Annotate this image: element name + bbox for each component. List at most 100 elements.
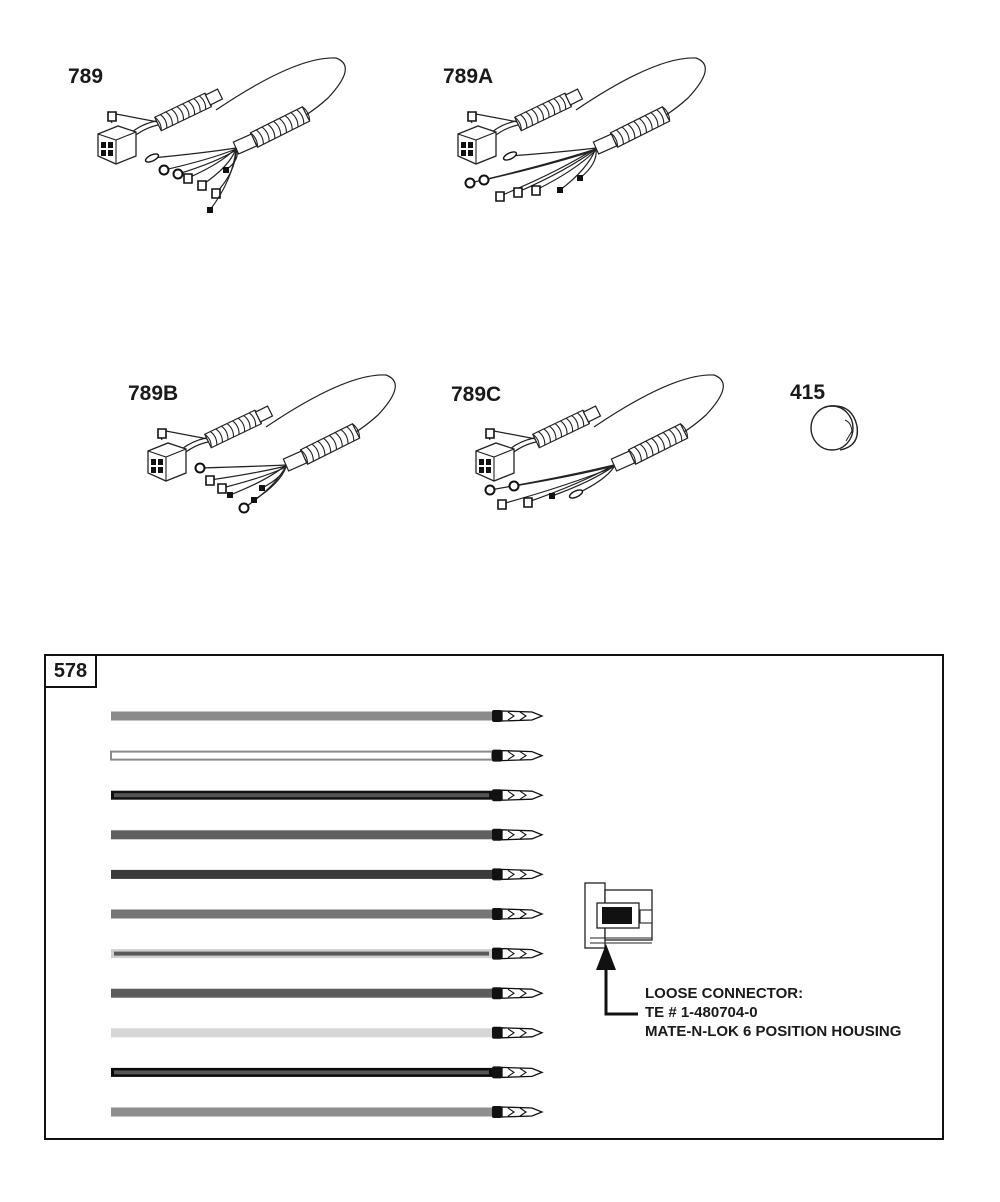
kit-wire-pin-detail [507,751,527,761]
loom-wrap [668,429,677,444]
loom-wrap [560,420,568,435]
loom-wrap [328,434,338,450]
kit-wire-pin [501,1066,544,1079]
loom-wrap [514,116,522,131]
loom-wrap [221,425,229,440]
spade-terminal [217,483,227,494]
kit-wire-crimp [492,1026,502,1039]
loom-wrap [633,120,642,136]
harness-789B[interactable] [147,374,396,514]
harness-wire [163,148,237,171]
kit-wire-pin [501,710,544,722]
spade-terminal [485,428,495,439]
connector-pin [158,467,163,473]
loom-wrap [267,123,276,139]
loom-wrap [302,106,311,122]
loom-wrap [226,423,235,438]
loom-wrap [261,126,270,142]
harness-wire [559,147,597,191]
harness-789A[interactable] [457,57,706,202]
plug-415[interactable] [810,405,859,451]
loom-wrap [165,111,173,126]
kit-wire-stripe [114,793,489,798]
connector-edge [97,131,137,164]
loom-wrap [519,114,528,129]
loom-wrap [176,106,185,121]
kit-wire-crimp [492,908,502,920]
kit-wire-pin [501,868,544,881]
kit-wire [111,1107,492,1117]
harness-wire [535,149,597,191]
loom-sleeve [299,423,361,465]
connector-pin [158,459,163,465]
kit-wire-pin [501,987,544,999]
connector-pin [101,150,106,156]
harness-wire [470,113,519,124]
connector-pin [461,142,466,148]
kit-wire [111,1028,492,1038]
harness-wire [527,464,615,503]
kit-wire-pin-detail [507,1107,527,1117]
kit-wire-pin [501,1027,544,1039]
loom-wrap [215,428,223,443]
harness-wire [513,465,615,487]
loom-wrap [209,431,218,446]
loom-wrap [154,116,162,131]
pin-terminal [227,492,233,498]
kit-wire-stripe [114,951,489,956]
connector-note-line-2: TE # 1-480704-0 [645,1004,758,1021]
connector-pin [479,459,484,465]
loom-wrap [531,108,539,123]
spade-terminal [497,499,507,510]
harness-789[interactable] [97,57,346,213]
loom-wrap [656,109,665,125]
kit-wire-crimp [492,789,502,802]
harness-wire [575,57,706,131]
harness-wire [517,148,597,193]
pin-terminal [549,493,555,499]
kit-wire [111,711,492,721]
spade-terminal [183,173,193,184]
harness-789C[interactable] [475,374,724,510]
kit-wire-pin-detail [507,830,527,840]
kit-wire-crimp [492,868,502,881]
loom-wrap [543,428,551,443]
harness-wire [209,148,237,211]
kit-wire-crimp [492,710,502,722]
loom-wrap [334,432,343,447]
kit-wire-pin [501,908,544,920]
kit-wire-pin-detail [507,909,527,919]
loom-wrap [656,434,666,450]
spade-terminal [107,111,117,122]
harness-wire [110,113,159,124]
pin-terminal [577,175,583,181]
tube-sleeve [582,405,602,423]
kit-wire-crimp [492,947,502,960]
loom-wrap [248,412,257,427]
part-label-415: 415 [790,381,826,404]
harness-wire [488,430,537,441]
loom-wrap [674,426,683,442]
kit-wire-pin-detail [507,711,527,721]
kit-wire-pin-detail [507,869,527,879]
kit-wire-crimp [492,1066,502,1079]
kit-wire-pin-detail [507,949,527,959]
loom-wrap [296,109,305,125]
loose-connector[interactable] [584,882,653,949]
loom-wrap [576,412,585,427]
kit-wire-pin [501,749,544,762]
connector-pin [468,142,473,148]
tube-sleeve [592,133,618,155]
bullet-terminal [502,151,518,161]
harness-wire [261,464,287,489]
ring-terminal [172,168,184,180]
loom-wrap [340,429,349,444]
loom-wrap [645,440,654,456]
connector-pin [486,467,491,473]
loom-wrap [352,423,361,439]
loom-wrap [627,123,636,139]
loom-wrap [525,111,533,126]
wire-kit-box: 578 [44,654,944,1140]
tube-sleeve [204,88,224,106]
harness-wire [215,57,346,131]
